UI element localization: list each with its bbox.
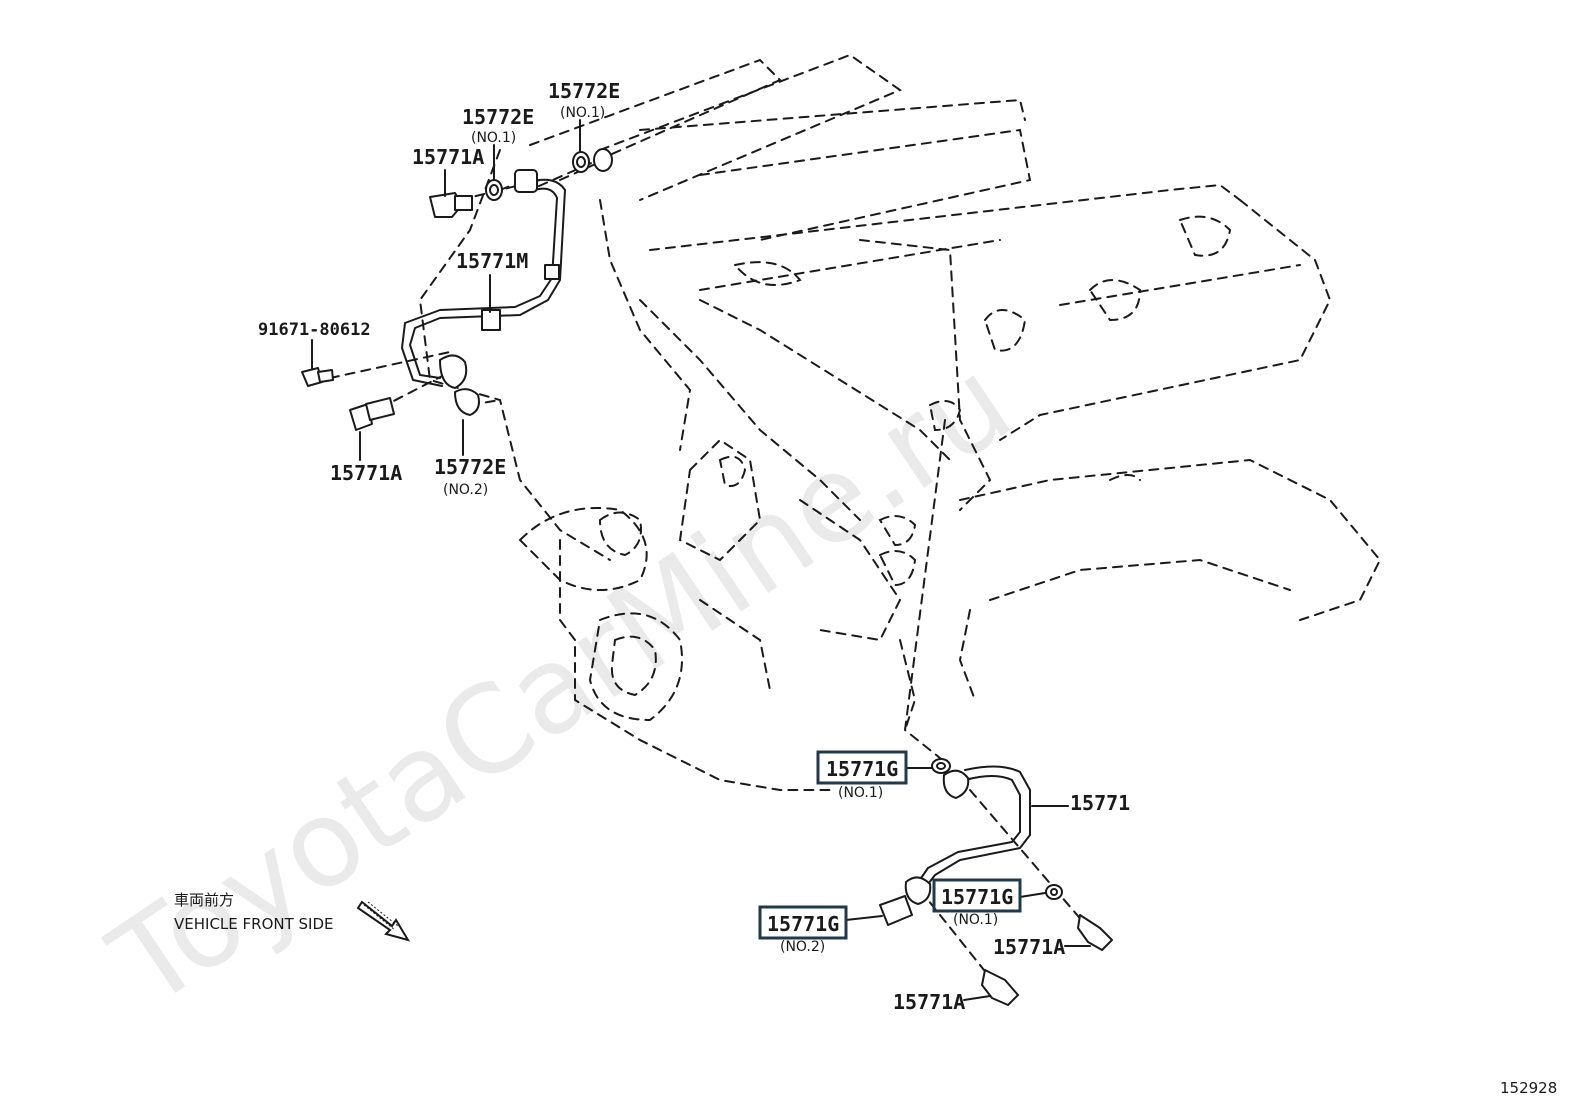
label-15771g-no2[interactable]: 15771G: [767, 912, 839, 936]
upper-pipe-assembly: [301, 148, 613, 431]
qualifier-15771g-no1-right: (NO.1): [953, 912, 998, 928]
highlight-box-15771g-no2: [758, 905, 848, 940]
label-15771a-left[interactable]: 15771A: [330, 461, 402, 485]
gasket-no2: [454, 388, 480, 416]
lower-leaders: [845, 767, 1091, 1001]
gasket-hole: [489, 184, 499, 196]
label-15771g-no1-right[interactable]: 15771G: [941, 885, 1013, 909]
qualifier-15772e-no2: (NO.2): [443, 482, 488, 498]
upper-leaders: [311, 119, 581, 461]
clamp-no2: [879, 895, 913, 926]
highlight-box-15771g-no1-left: [816, 750, 908, 785]
eye-fitting: [439, 354, 468, 389]
lower-pipe-assembly: [879, 758, 1113, 1006]
union-bolt-lower-right: [1077, 914, 1113, 951]
figure-id: 152928: [1500, 1079, 1557, 1097]
label-15771m[interactable]: 15771M: [456, 249, 528, 273]
label-15772e-no2[interactable]: 15772E: [434, 455, 506, 479]
label-15772e-mid[interactable]: 15772E: [462, 105, 534, 129]
highlight-box-15771g-no1-right: [932, 878, 1022, 913]
qualifier-15771g-no2: (NO.2): [780, 939, 825, 955]
lower-fitting-top: [942, 769, 970, 799]
gasket-hole: [1050, 888, 1058, 896]
lower-fitting-bottom: [904, 876, 932, 905]
part-labels: 15772E (NO.1) 15772E (NO.1) 15771A 15771…: [258, 79, 1130, 1014]
vehicle-front-note: 車両前方 VEHICLE FRONT SIDE: [174, 891, 411, 942]
bolt-thread: [365, 397, 395, 421]
union-bolt-lower-bottom: [981, 969, 1019, 1006]
label-15771[interactable]: 15771: [1070, 791, 1130, 815]
direction-english: VEHICLE FRONT SIDE: [174, 915, 334, 933]
label-15771a-right[interactable]: 15771A: [993, 935, 1065, 959]
label-91671-80612[interactable]: 91671-80612: [258, 320, 371, 340]
qualifier-15771g-no1-left: (NO.1): [838, 785, 883, 801]
port-fitting: [593, 148, 613, 172]
label-15772e-top[interactable]: 15772E: [548, 79, 620, 103]
gasket-hole: [576, 156, 586, 168]
pipe-clamp: [544, 264, 560, 280]
direction-japanese: 車両前方: [174, 891, 234, 909]
label-15771a-bottom[interactable]: 15771A: [893, 990, 965, 1014]
bolt-thread: [454, 195, 473, 211]
qualifier-15772e-mid: (NO.1): [471, 130, 516, 146]
front-arrow-icon: [356, 900, 411, 942]
qualifier-15772e-top: (NO.1): [560, 105, 605, 121]
label-15771g-no1-left[interactable]: 15771G: [826, 757, 898, 781]
pipe-bracket: [481, 309, 501, 331]
union-bolt-left: [349, 403, 373, 431]
union-nut: [514, 169, 538, 193]
label-15771a-top[interactable]: 15771A: [412, 145, 484, 169]
bolt-shank: [317, 369, 334, 383]
gasket-hole: [936, 762, 946, 770]
